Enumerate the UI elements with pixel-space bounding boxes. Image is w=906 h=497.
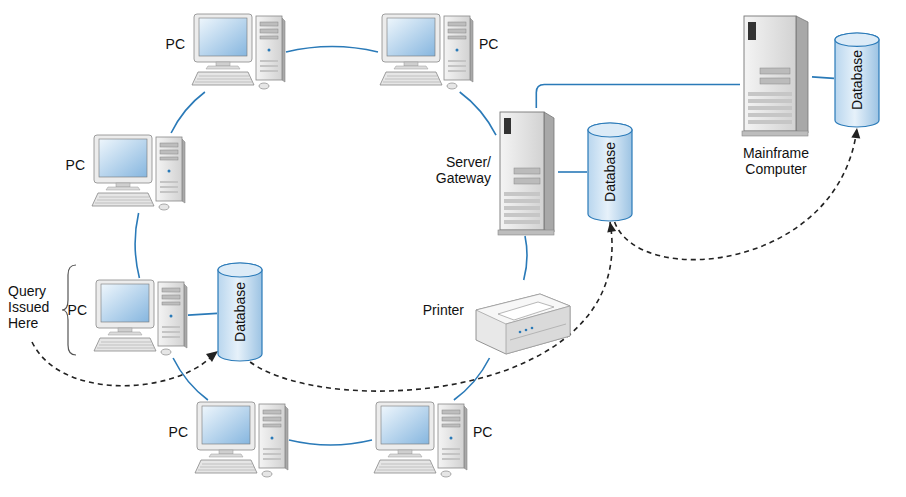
query-arrowhead [206,351,218,362]
network-link [812,77,834,79]
node-label: PC [479,36,498,52]
node-label: Database [602,142,618,202]
database-cylinder: Database [834,32,880,128]
mainframe-picture [742,16,808,136]
network-link [286,47,378,53]
node-label: PC [66,157,85,173]
pc-node: PC [372,400,468,480]
server-picture [498,112,554,235]
server-gateway: Server/ Gateway [496,108,558,236]
network-link [289,440,372,445]
node-label: PC [166,36,185,52]
dashed-arrow-line [615,128,857,260]
pc-node: PC [193,400,289,480]
cylinder-body [588,123,632,221]
pc-picture [380,14,473,89]
node-label: Printer [423,302,464,318]
network-link [188,313,217,315]
pc-node: PC [92,278,188,358]
network-cable [135,213,139,278]
network-cable [454,358,490,400]
node-label: PC [473,424,492,440]
network-cable [171,92,205,133]
network-link [536,85,740,109]
node-label: Mainframe Computer [731,145,821,177]
query-path-arrow [250,222,616,391]
pc-picture [195,402,288,477]
cylinder-top [588,123,632,137]
node-label: PC [169,424,188,440]
network-cable [558,171,587,173]
cylinder-body [218,263,262,361]
network-link [460,92,496,135]
network-cable [286,47,378,53]
cylinder-top [218,263,262,277]
node-label: Server/ Gateway [427,154,491,186]
pc-picture [94,280,187,355]
node-label: Database [232,282,248,342]
network-cable [289,440,372,445]
pc-node: PC [90,133,186,213]
cylinder-top [835,33,879,46]
cylinder-body [835,33,879,127]
network-cable [536,85,740,109]
pc-node: PC [378,12,474,92]
note-label: Query Issued Here [8,283,60,331]
pc-node: PC [190,12,286,92]
network-link [524,236,527,280]
printer-picture [476,294,570,354]
network-link [135,213,139,278]
query-path-arrow [615,128,861,260]
arrowhead [851,128,860,138]
pc-picture [374,402,467,477]
network-cable [460,92,496,135]
query-arrow [32,342,210,386]
printer-node: Printer [470,280,575,358]
network-cable [188,313,217,315]
database-cylinder: Database [217,262,263,362]
network-cable [524,236,527,280]
network-cable [812,77,834,79]
node-label: PC [68,302,87,318]
network-link [171,92,205,133]
dashed-arrow-line [250,222,612,391]
pc-picture [92,135,185,210]
network-link [454,358,490,400]
pc-picture [192,14,285,89]
network-link [558,172,587,173]
database-cylinder: Database [587,122,633,222]
mainframe-node: Mainframe Computer [740,12,812,137]
node-label: Database [849,50,865,110]
